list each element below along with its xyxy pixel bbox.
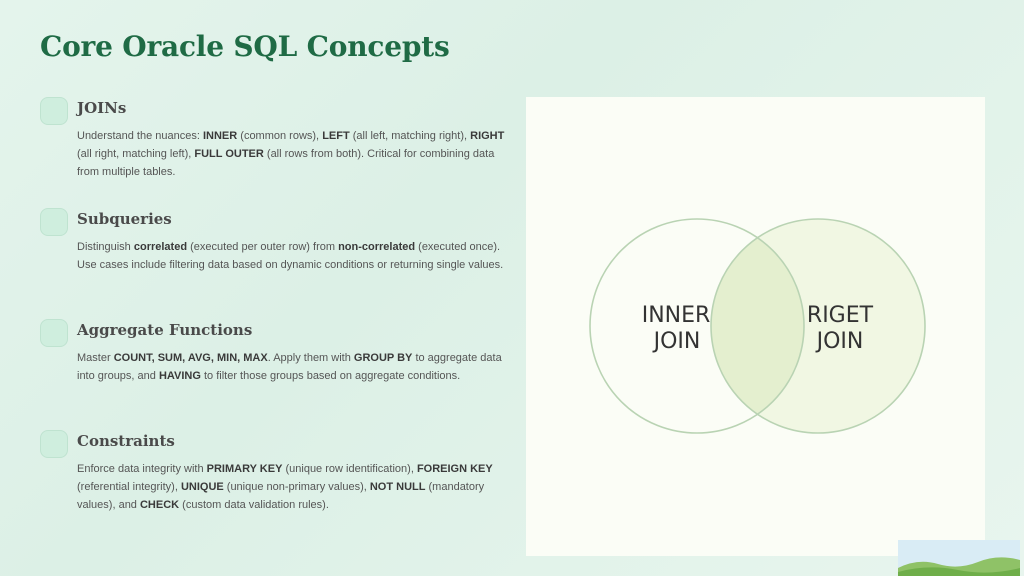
section-body: Understand the nuances: INNER (common ro…: [77, 127, 507, 181]
bold-term: correlated: [133, 241, 188, 253]
text-run: Master: [77, 352, 114, 364]
bold-term: LEFT: [322, 130, 350, 142]
section-title: Constraints: [77, 432, 175, 450]
bold-term: GROUP BY: [353, 352, 413, 364]
text-run: (common rows),: [237, 130, 323, 142]
bold-term: HAVING: [158, 370, 201, 382]
page-title: Core Oracle SQL Concepts: [40, 30, 450, 63]
bold-term: non-correlated: [338, 241, 416, 253]
text-run: Understand the nuances:: [77, 130, 203, 142]
venn-diagram: INNER JOIN RIGET JOIN: [589, 218, 926, 434]
text-run: (all rows from both). Critical for combi…: [77, 148, 495, 178]
bullet-icon: [40, 430, 68, 458]
bold-term: UNIQUE: [180, 481, 224, 493]
left-label-line1: INNER: [642, 303, 711, 328]
bullet-icon: [40, 319, 68, 347]
section-title: JOINs: [77, 99, 127, 117]
right-circle-outline: [710, 218, 926, 434]
text-run: to aggregate data into groups, and: [77, 352, 502, 382]
section-body: Enforce data integrity with PRIMARY KEY …: [77, 460, 507, 514]
text-run: (unique row identification),: [282, 463, 417, 475]
text-run: Enforce data integrity with: [77, 463, 207, 475]
text-run: (executed per outer row) from: [187, 241, 339, 253]
text-run: Distinguish: [77, 241, 134, 253]
text-run: (all left, matching right),: [349, 130, 471, 142]
section-body: Distinguish correlated (executed per out…: [77, 238, 507, 274]
bold-term: NOT NULL: [369, 481, 426, 493]
bullet-icon: [40, 208, 68, 236]
overlap-region: [711, 219, 804, 433]
bold-term: FULL OUTER: [194, 148, 264, 160]
text-run: . Apply them with: [267, 352, 354, 364]
left-circle: [589, 218, 805, 434]
text-run: (unique non-primary values),: [223, 481, 370, 493]
text-run: to filter those groups based on aggregat…: [200, 370, 461, 382]
text-run: (custom data validation rules).: [179, 499, 329, 511]
text-run: (executed once). Use cases include filte…: [77, 241, 504, 271]
section-title: Aggregate Functions: [77, 321, 253, 339]
left-label-line2: JOIN: [652, 329, 701, 354]
right-label-line1: RIGET: [807, 303, 874, 328]
landscape-thumbnail: [898, 540, 1020, 576]
bullet-icon: [40, 97, 68, 125]
bold-term: PRIMARY KEY: [206, 463, 283, 475]
bold-term: CHECK: [139, 499, 180, 511]
text-run: (referential integrity),: [77, 481, 181, 493]
bold-term: COUNT, SUM, AVG, MIN, MAX: [113, 352, 268, 364]
section-title: Subqueries: [77, 210, 172, 228]
bold-term: RIGHT: [470, 130, 505, 142]
text-run: (all right, matching left),: [77, 148, 195, 160]
venn-diagram-panel: INNER JOIN RIGET JOIN: [526, 97, 985, 556]
section-body: Master COUNT, SUM, AVG, MIN, MAX. Apply …: [77, 349, 507, 385]
right-label-line2: JOIN: [815, 329, 864, 354]
bold-term: INNER: [202, 130, 238, 142]
text-run: (mandatory values), and: [77, 481, 485, 511]
bold-term: FOREIGN KEY: [416, 463, 493, 475]
